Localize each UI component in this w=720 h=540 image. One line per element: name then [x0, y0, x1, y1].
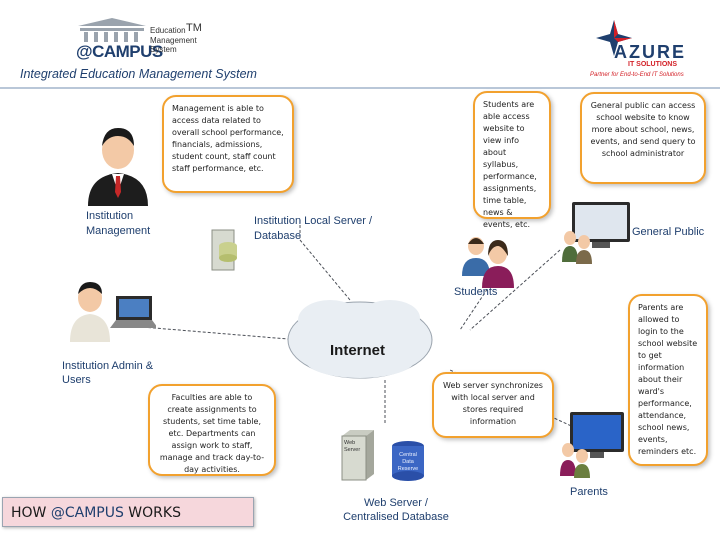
partner-sub: IT SOLUTIONS [628, 61, 677, 68]
faculties-bubble: Faculties are able to create assignments… [148, 384, 276, 476]
institution-management-label: Institution Management [86, 210, 151, 237]
parents-label: Parents [570, 486, 608, 498]
local-server-icon [208, 226, 242, 277]
campus-logo-name: @CAMPUS [76, 42, 163, 61]
management-person-icon [78, 118, 158, 213]
link-local-server [299, 220, 351, 301]
general-public-label: General Public [632, 226, 705, 238]
tagline-line-3: System [150, 45, 177, 54]
how-it-works-banner: HOW @CAMPUS WORKS [2, 497, 254, 527]
campus-logo: @CAMPUS Education Management System TM [70, 16, 220, 64]
header [0, 0, 720, 88]
general-public-icon [560, 200, 632, 271]
tagline-line-1: Education [150, 26, 186, 35]
footer-suffix: WORKS [123, 505, 181, 521]
header-divider [0, 87, 720, 89]
students-label: Students [454, 286, 498, 298]
trademark: TM [186, 22, 202, 34]
public-bubble: General public can access school website… [580, 92, 706, 184]
tagline-line-2: Management [150, 35, 197, 45]
campus-logo-tagline: Education Management System [150, 26, 197, 55]
webserver-bubble: Web server synchronizes with local serve… [432, 372, 554, 438]
central-db-icon-label: Central Data Reserve [397, 452, 419, 472]
students-icon [458, 232, 522, 293]
admin-users-label: Institution Admin & Users [62, 360, 154, 386]
management-bubble: Management is able to access data relate… [162, 95, 294, 193]
page-subtitle: Integrated Education Management System [20, 67, 257, 81]
web-server-icon-label: Web Server [344, 440, 361, 453]
local-server-label: Institution Local Server / Database [254, 215, 373, 242]
parents-bubble: Parents are allowed to login to the scho… [628, 294, 708, 466]
link-public [469, 249, 561, 331]
campus-logo-emblem-icon [78, 18, 146, 42]
partner-name: AZURE [614, 42, 686, 62]
footer-brand: @CAMPUS [50, 505, 124, 521]
partner-logo: AZURE IT SOLUTIONS Partner for End-to-En… [588, 16, 713, 82]
internet-label: Internet [330, 342, 386, 359]
web-server-label: Web Server / Centralised Database [343, 497, 449, 523]
azure-star-icon [596, 20, 632, 56]
parents-icon [556, 410, 628, 485]
students-bubble: Students are able access website to view… [473, 91, 551, 229]
footer-prefix: HOW [11, 505, 51, 521]
web-server-icon: Web Server [338, 428, 378, 482]
partner-tagline: Partner for End-to-End IT Solutions [590, 72, 684, 78]
admin-user-icon [66, 280, 158, 349]
internet-cloud-icon [287, 300, 433, 379]
link-students [459, 284, 491, 331]
central-db-icon: Central Data Reserve [390, 440, 426, 482]
